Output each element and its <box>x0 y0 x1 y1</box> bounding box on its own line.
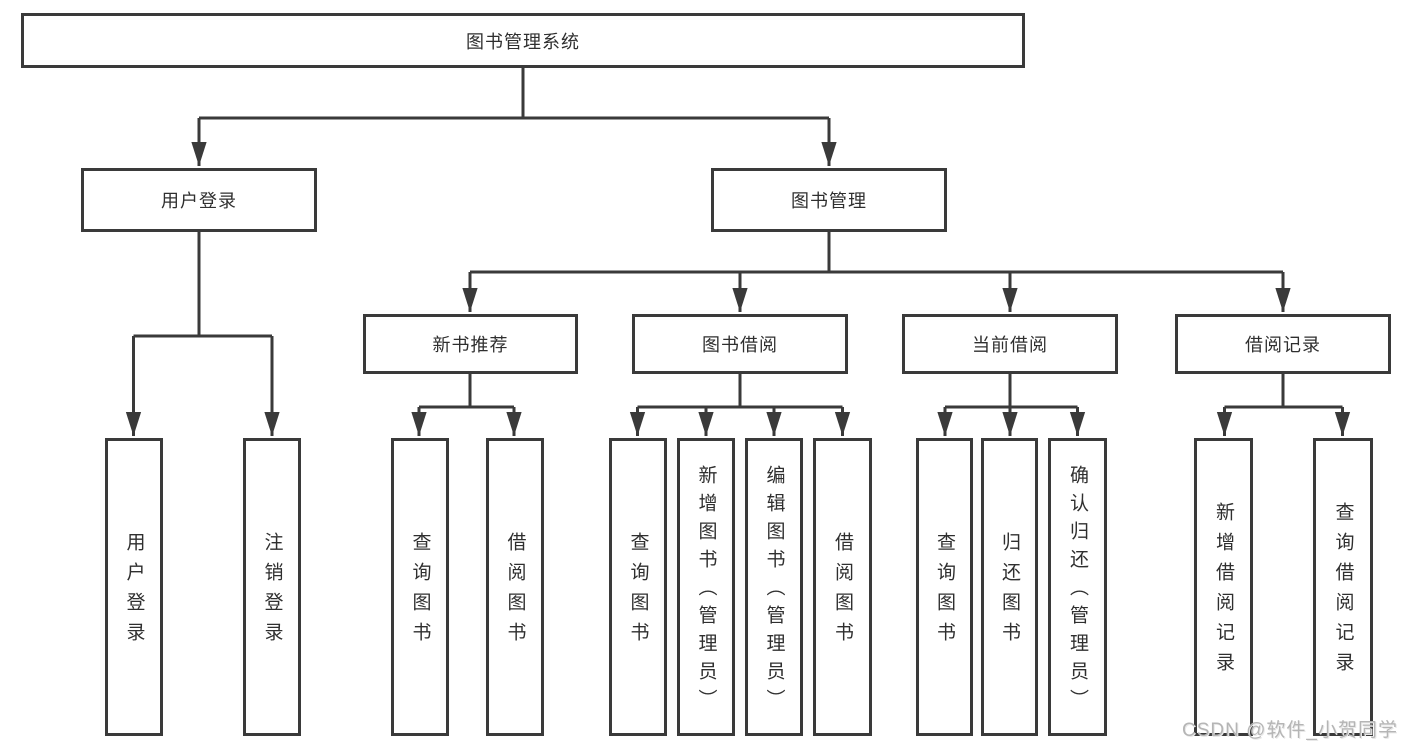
node-user-login-branch: 用户登录 <box>81 168 317 232</box>
node-add-borrow-record: 新增借阅记录 <box>1194 438 1253 736</box>
node-borrow-books: 借阅图书 <box>813 438 872 736</box>
node-confirm-return-admin: 确认归还（管理员） <box>1048 438 1107 736</box>
node-borrow-books-recommend: 借阅图书 <box>486 438 544 736</box>
node-query-books-borrow: 查询图书 <box>609 438 667 736</box>
node-new-book-recommendation: 新书推荐 <box>363 314 578 374</box>
node-add-books-admin: 新增图书（管理员） <box>677 438 735 736</box>
node-query-borrow-record: 查询借阅记录 <box>1313 438 1373 736</box>
node-edit-books-admin: 编辑图书（管理员） <box>745 438 803 736</box>
node-borrowing-records: 借阅记录 <box>1175 314 1391 374</box>
node-logout: 注销登录 <box>243 438 301 736</box>
node-return-books: 归还图书 <box>981 438 1038 736</box>
node-user-login: 用户登录 <box>105 438 163 736</box>
node-book-borrowing: 图书借阅 <box>632 314 848 374</box>
node-query-books-recommend: 查询图书 <box>391 438 449 736</box>
node-current-borrowing: 当前借阅 <box>902 314 1118 374</box>
node-query-books-current: 查询图书 <box>916 438 973 736</box>
node-library-management-system: 图书管理系统 <box>21 13 1025 68</box>
watermark: CSDN @软件_小贺同学 <box>1182 720 1398 741</box>
node-book-management: 图书管理 <box>711 168 947 232</box>
